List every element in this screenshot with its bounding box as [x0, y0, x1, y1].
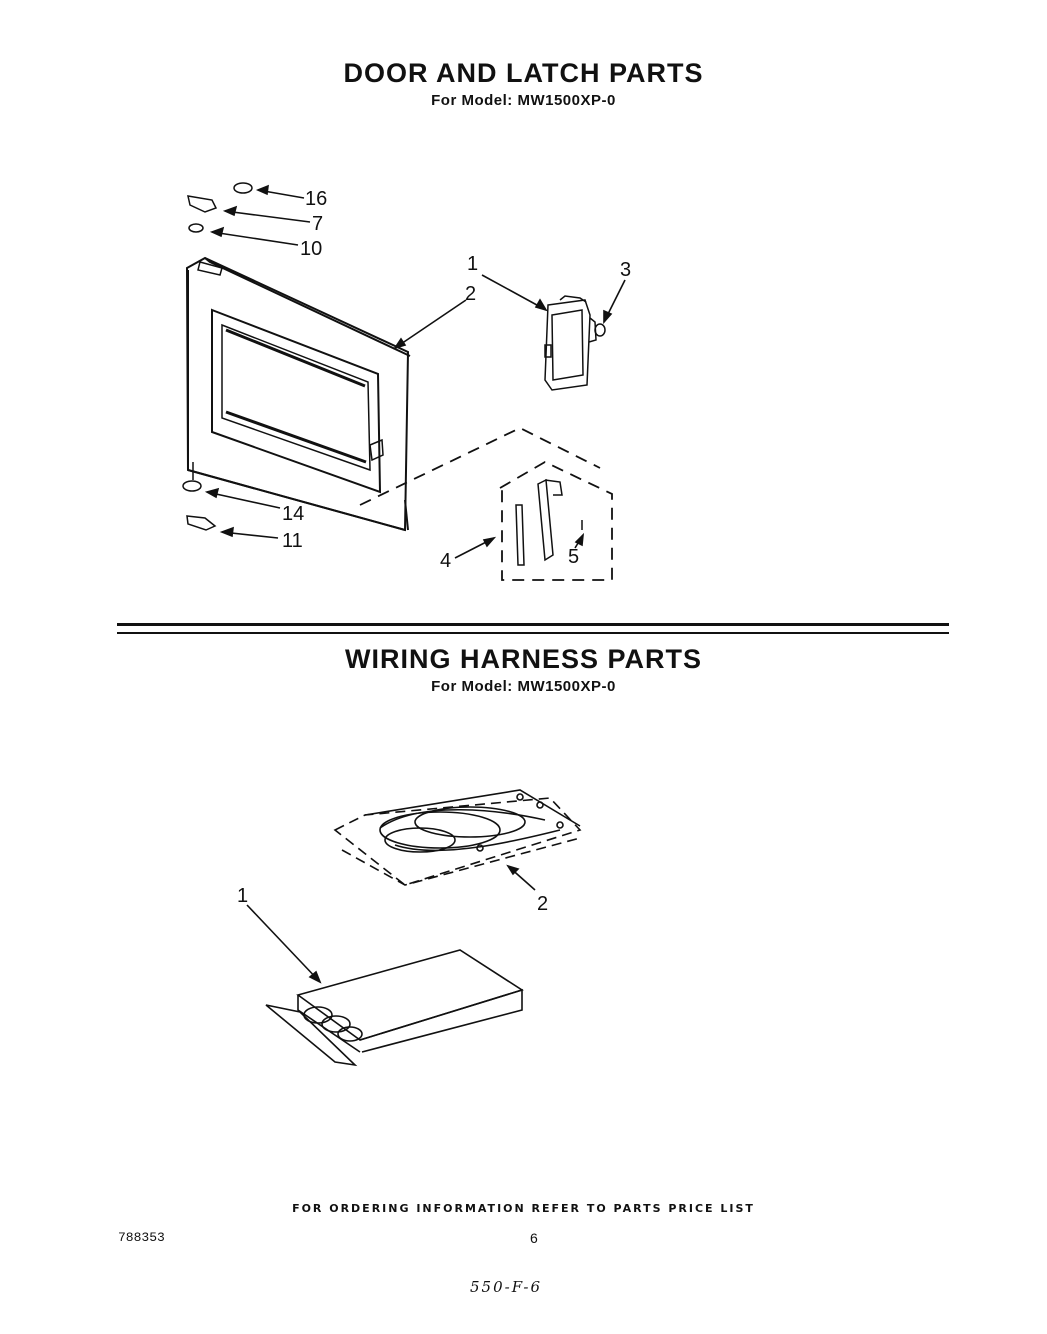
wiring-harness-box — [265, 949, 524, 1067]
callout-16: 16 — [305, 188, 327, 210]
callout-1: 1 — [467, 253, 478, 275]
ordering-note: FOR ORDERING INFORMATION REFER TO PARTS … — [292, 1202, 755, 1215]
callout-11: 11 — [282, 530, 303, 552]
document-number: 788353 — [118, 1230, 165, 1245]
harness-callout-2: 2 — [537, 893, 548, 915]
hinge-parts-top — [187, 182, 253, 233]
latch-kit-parts — [515, 478, 583, 566]
callout-5: 5 — [568, 546, 579, 568]
latch-assembly — [544, 295, 597, 391]
harness-section-model: For Model: MW1500XP-0 — [431, 678, 616, 695]
harness-leader-arrows — [246, 864, 536, 984]
harness-callout-1: 1 — [237, 885, 248, 907]
callout-10: 10 — [300, 238, 322, 260]
callout-7: 7 — [312, 213, 323, 235]
callout-4: 4 — [440, 550, 451, 572]
door-section-title: DOOR AND LATCH PARTS — [343, 58, 704, 88]
callout-3: 3 — [620, 259, 631, 281]
door-section-model: For Model: MW1500XP-0 — [431, 92, 616, 109]
harness-section-title: WIRING HARNESS PARTS — [344, 644, 702, 674]
door-leader-arrows — [204, 184, 626, 559]
screw-part — [594, 323, 606, 337]
door-assembly — [185, 256, 411, 532]
hinge-parts-bottom — [182, 462, 217, 531]
dashed-leader-lines — [359, 426, 613, 581]
section-divider-thick — [117, 623, 949, 626]
handwritten-note: 550-F-6 — [470, 1278, 543, 1296]
callout-2: 2 — [465, 283, 476, 305]
callout-14: 14 — [282, 503, 304, 525]
wiring-harness-tray — [333, 789, 582, 886]
section-divider-thin — [117, 632, 949, 634]
page-number: 6 — [530, 1230, 538, 1246]
